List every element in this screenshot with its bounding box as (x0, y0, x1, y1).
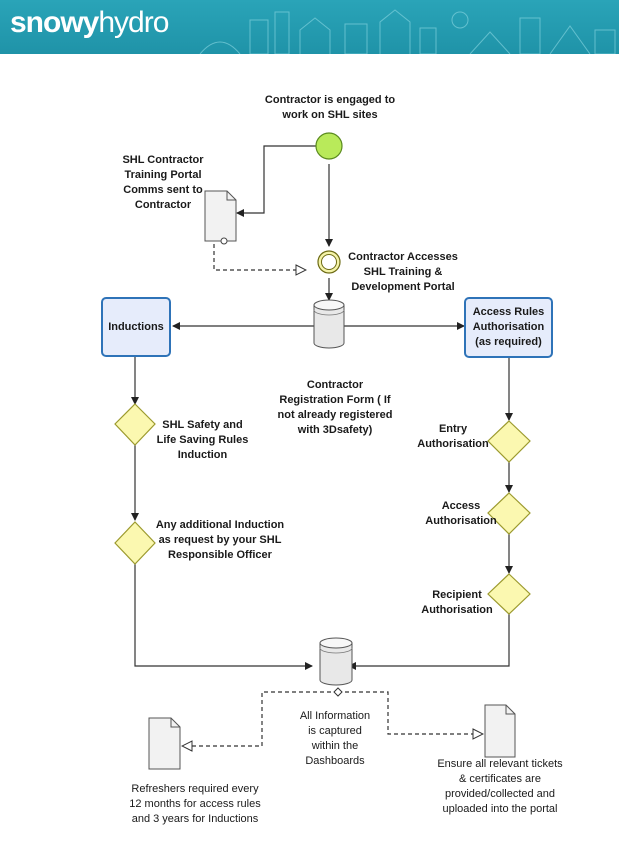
additional-induction-label: Any additional Induction as request by y… (155, 519, 285, 561)
connector-dashboard-to-tickets (338, 691, 483, 734)
refreshers-document-icon (148, 717, 181, 770)
connectors (131, 145, 513, 746)
connector-recipient-to-dashboard (348, 614, 510, 670)
refreshers-label: Refreshers required every 12 months for … (129, 783, 261, 825)
header-banner: snowyhydro (0, 0, 619, 54)
comms-document-icon (204, 190, 237, 245)
access-gateway-icon (487, 492, 531, 535)
connector-dashboard-to-refreshers (182, 691, 338, 746)
tickets-document-icon (484, 704, 516, 758)
tickets-label: Ensure all relevant tickets & certificat… (437, 758, 563, 815)
comms-label: SHL Contractor Training Portal Comms sen… (122, 154, 204, 211)
dashboard-database-icon (319, 637, 353, 697)
registration-database-icon (313, 299, 345, 349)
start-event-icon (315, 132, 343, 160)
additional-gateway-icon (114, 521, 156, 565)
safety-induction-label: SHL Safety and Life Saving Rules Inducti… (156, 419, 249, 461)
start-event-label: Contractor is engaged to work on SHL sit… (264, 94, 396, 121)
entry-authorisation-label: Entry Authorisation (417, 423, 489, 450)
dashboard-label: All Information is captured within the D… (299, 710, 371, 767)
skyline-decoration (199, 9, 616, 54)
connector-start-to-comms (236, 145, 316, 217)
entry-gateway-icon (487, 420, 531, 463)
connector-additional-to-dashboard (134, 564, 313, 670)
portal-label: Contractor Accesses SHL Training & Devel… (348, 251, 458, 293)
safety-gateway-icon (114, 403, 156, 446)
company-logo: snowyhydro (10, 6, 169, 39)
connector-comms-to-portal (213, 244, 306, 270)
recipient-authorisation-label: Recipient Authorisation (421, 589, 493, 616)
access-authorisation-label: Access Authorisation (425, 500, 497, 527)
inductions-box: Inductions (101, 297, 171, 357)
recipient-gateway-icon (487, 573, 531, 615)
access-rules-box: Access Rules Authorisation (as required) (464, 297, 553, 358)
registration-label: Contractor Registration Form ( If not al… (277, 379, 393, 436)
